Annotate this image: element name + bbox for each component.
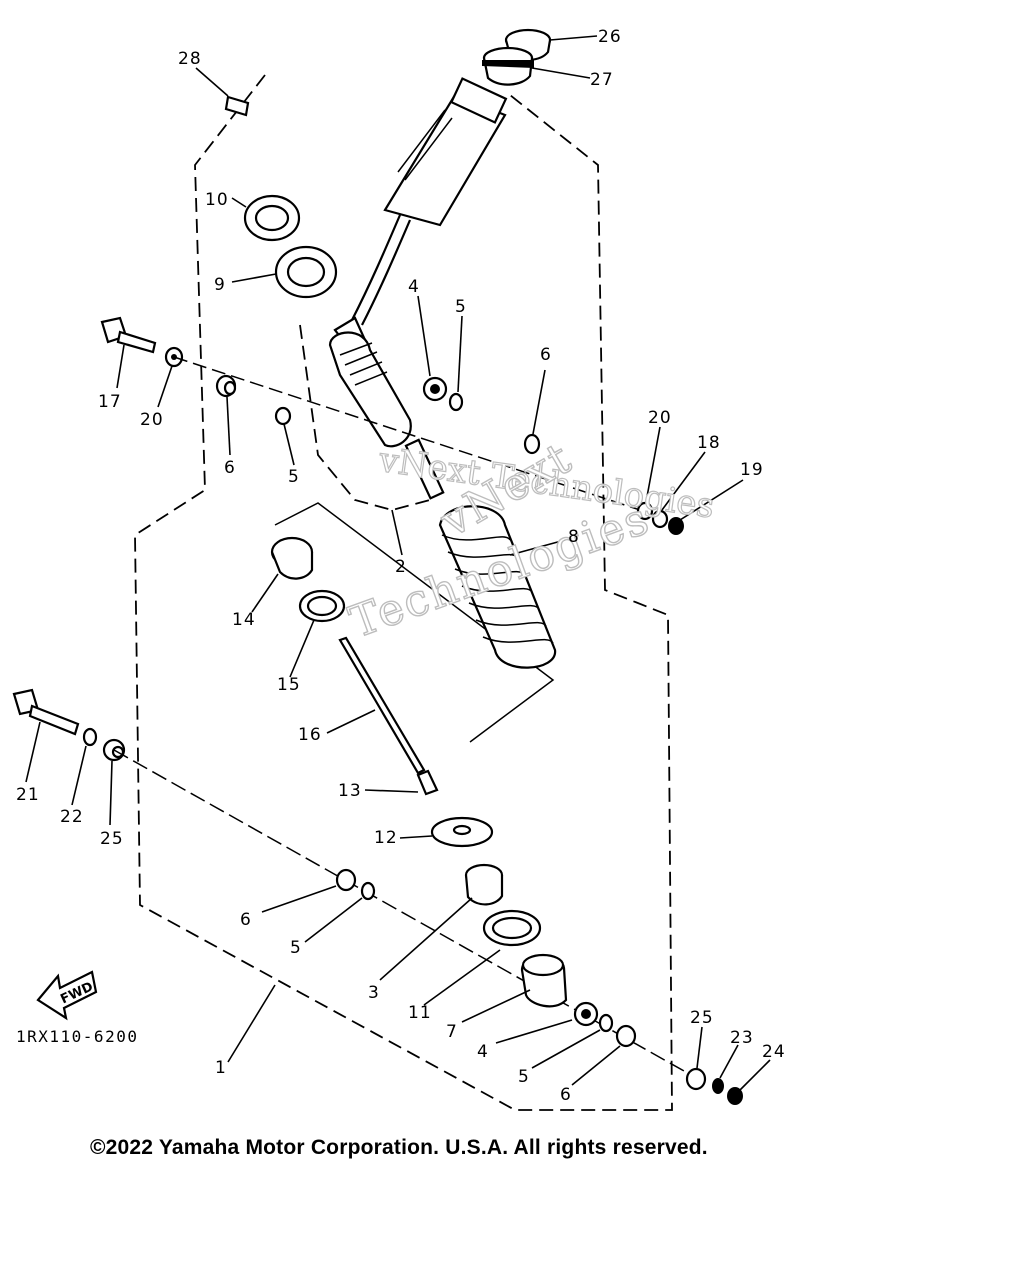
callout-15: 13 bbox=[338, 781, 362, 801]
washer-5-upper-right bbox=[448, 392, 464, 412]
nut-24 bbox=[727, 1087, 743, 1105]
rod-14 bbox=[338, 636, 426, 775]
collar-25-right bbox=[685, 1067, 707, 1091]
bushing-4-upper bbox=[422, 376, 448, 402]
callout-6-lower-left: 6 bbox=[240, 910, 252, 930]
callout-13: 15 bbox=[277, 675, 301, 695]
callout-2: 2 bbox=[395, 557, 407, 577]
callout-10: 10 bbox=[205, 190, 229, 210]
upper-axis-line bbox=[173, 356, 641, 511]
inner-group-outline bbox=[274, 502, 555, 743]
callout-17: 17 bbox=[98, 392, 122, 412]
washer-23 bbox=[712, 1078, 724, 1094]
ring-nut-10 bbox=[243, 194, 301, 242]
joint-7 bbox=[520, 953, 568, 1008]
copyright-notice: ©2022 Yamaha Motor Corporation. U.S.A. A… bbox=[90, 1136, 708, 1159]
callout-21: 21 bbox=[16, 785, 40, 805]
callout-9: 9 bbox=[214, 275, 226, 295]
callout-19: 19 bbox=[740, 460, 764, 480]
nut-19 bbox=[668, 517, 684, 535]
washer-5-lower-right bbox=[598, 1013, 614, 1033]
callout-5-upper-right: 5 bbox=[455, 297, 467, 317]
spring-8 bbox=[438, 505, 557, 669]
washer-18 bbox=[651, 509, 669, 529]
assembly-2-outline bbox=[299, 324, 431, 511]
callout-18: 18 bbox=[697, 433, 721, 453]
callout-23: 23 bbox=[730, 1028, 754, 1048]
callout-6-upper-right: 6 bbox=[540, 345, 552, 365]
callout-24: 24 bbox=[762, 1042, 786, 1062]
callout-4-upper: 4 bbox=[408, 277, 420, 297]
collar-28 bbox=[224, 95, 250, 117]
washer-5-lower-left bbox=[360, 881, 376, 901]
callout-5-lower-right: 5 bbox=[518, 1067, 530, 1087]
callout-27: 27 bbox=[590, 70, 614, 90]
drawing-code: 1RX110-6200 bbox=[16, 1027, 139, 1046]
callout-20-right: 20 bbox=[648, 408, 672, 428]
plate-16 bbox=[430, 816, 494, 848]
callout-14: 16 bbox=[298, 725, 322, 745]
bushing-3 bbox=[464, 863, 504, 906]
callout-28: 28 bbox=[178, 49, 202, 69]
lower-axis-line bbox=[113, 749, 701, 1081]
callout-11: 11 bbox=[408, 1003, 432, 1023]
callout-25-right: 25 bbox=[690, 1008, 714, 1028]
leader-lines bbox=[25, 35, 771, 1091]
collar-6-upper-right bbox=[523, 433, 541, 455]
bushing-4-lower bbox=[573, 1001, 599, 1027]
fwd-arrow-icon: FWD bbox=[36, 970, 98, 1021]
callout-5-lower-left: 5 bbox=[290, 938, 302, 958]
callout-25-left: 25 bbox=[100, 829, 124, 849]
callout-6-upper-left: 6 bbox=[224, 458, 236, 478]
collar-6-lower-right bbox=[615, 1024, 637, 1048]
callout-20-left: 20 bbox=[140, 410, 164, 430]
washer-22 bbox=[82, 727, 98, 747]
seal-13 bbox=[298, 589, 346, 623]
bolt-21 bbox=[12, 688, 80, 736]
callout-6-lower-right: 6 bbox=[560, 1085, 572, 1105]
callout-3: 3 bbox=[368, 983, 380, 1003]
callout-16: 12 bbox=[374, 828, 398, 848]
callout-7: 7 bbox=[446, 1022, 458, 1042]
callout-22: 22 bbox=[60, 807, 84, 827]
nut-20-right bbox=[636, 501, 654, 521]
callout-26: 26 bbox=[598, 27, 622, 47]
callout-5-upper-left: 5 bbox=[288, 467, 300, 487]
bushing-27 bbox=[482, 46, 534, 86]
washer-5-upper-left bbox=[274, 406, 292, 426]
callout-numbers: 28 26 27 10 9 17 20 6 5 4 5 6 20 18 19 8… bbox=[16, 27, 786, 1105]
seal-11 bbox=[482, 909, 542, 947]
pin-15 bbox=[416, 769, 439, 796]
collar-6-lower-left bbox=[335, 868, 357, 892]
shock-absorber bbox=[328, 77, 508, 500]
callout-1: 1 bbox=[215, 1058, 227, 1078]
callout-12: 14 bbox=[232, 610, 256, 630]
callout-4-lower: 4 bbox=[477, 1042, 489, 1062]
callout-8: 8 bbox=[568, 527, 580, 547]
collar-6-upper-left bbox=[215, 374, 237, 398]
bump-stop-12 bbox=[270, 536, 314, 580]
ring-nut-9 bbox=[274, 245, 338, 299]
bolt-17 bbox=[100, 316, 157, 354]
